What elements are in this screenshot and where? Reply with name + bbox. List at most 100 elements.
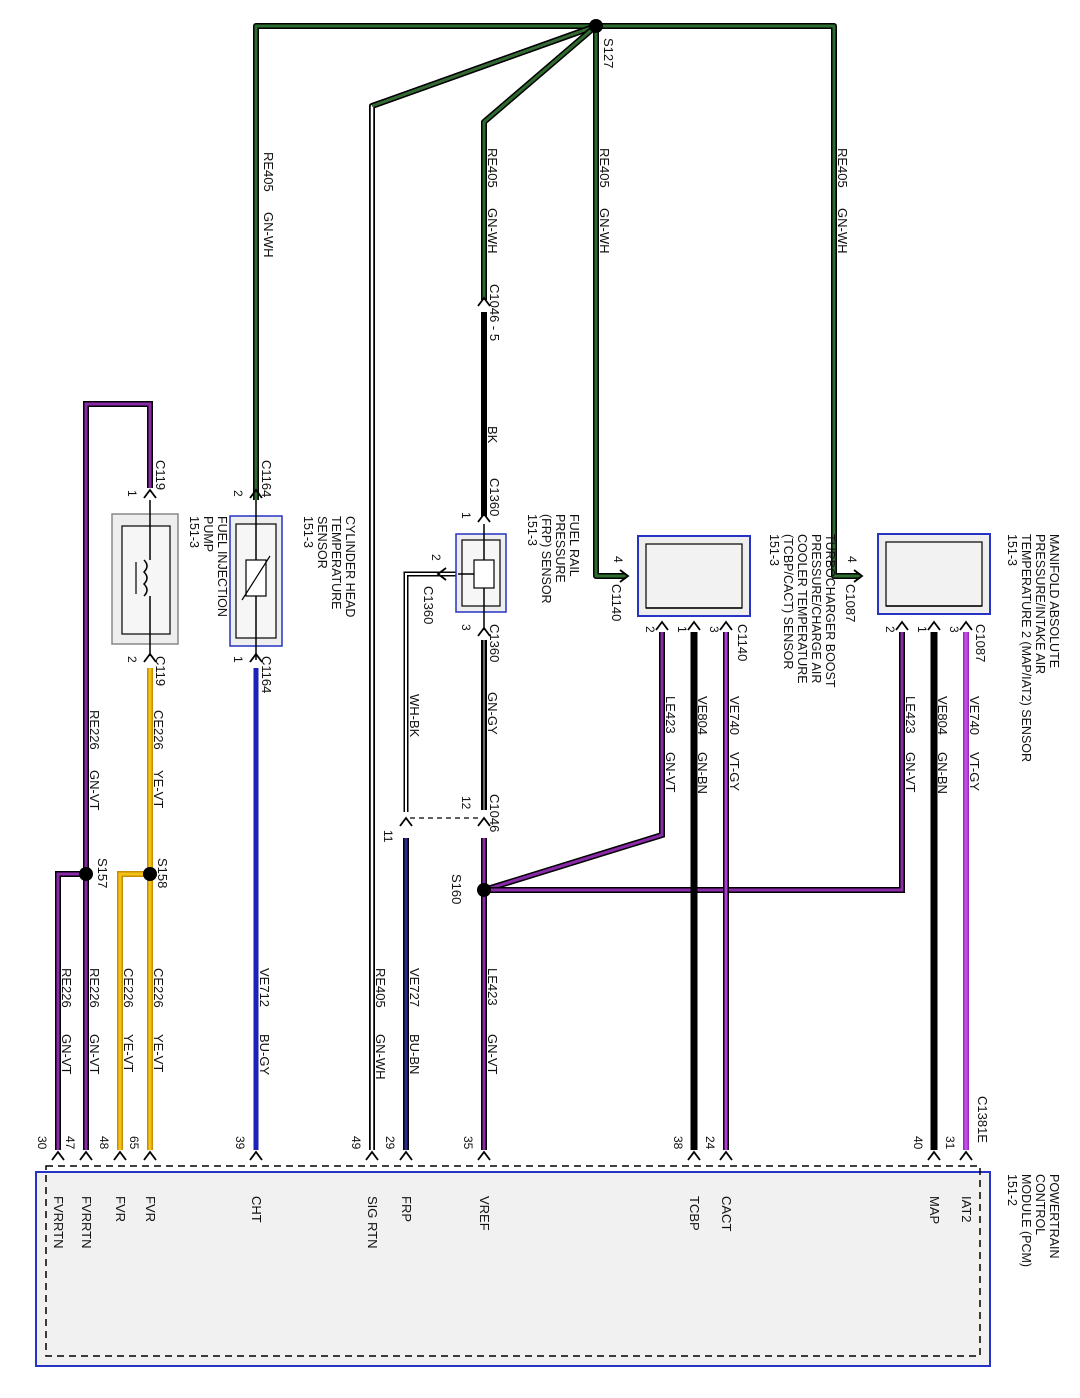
map-sensor-label: MANIFOLD ABSOLUTE PRESSURE/INTAKE AIR TE… bbox=[1005, 534, 1061, 762]
connector-c1360-top: C1360 bbox=[487, 478, 502, 516]
connector-c1087-b: C1087 bbox=[973, 624, 988, 662]
pin-number: 1 bbox=[675, 626, 689, 633]
svg-text:TEMPERATURE: TEMPERATURE bbox=[329, 516, 343, 610]
wire-circuit-ve727: VE727 bbox=[407, 968, 422, 1007]
pump-coil-icon bbox=[142, 559, 148, 597]
svg-text:MODULE (PCM): MODULE (PCM) bbox=[1019, 1174, 1033, 1267]
svg-text:POWERTRAIN: POWERTRAIN bbox=[1047, 1174, 1061, 1259]
splice-s127 bbox=[589, 19, 603, 33]
wire-circuit-re226-b: RE226 bbox=[87, 968, 102, 1008]
wire-color-ve804-tcbp: GN-BN bbox=[695, 752, 710, 794]
pcm-pin-number: 40 bbox=[911, 1136, 925, 1150]
wire-circuit-re405-sigrtn: RE405 bbox=[373, 968, 388, 1008]
svg-text:151-3: 151-3 bbox=[187, 516, 201, 548]
wire-circuit-re226-a: RE226 bbox=[59, 968, 74, 1008]
svg-text:PRESSURE: PRESSURE bbox=[553, 514, 567, 583]
fuel-injection-pump-label: FUEL INJECTION PUMP 151-3 bbox=[187, 516, 229, 617]
wire-circuit-re405-left: RE405 bbox=[261, 152, 276, 192]
pcm-pin-number: 35 bbox=[461, 1136, 475, 1150]
pin-number: 4 bbox=[845, 556, 859, 563]
wire-circuit-re405-map: RE405 bbox=[835, 148, 850, 188]
tcbp-sensor-label: TURBOCHARGER BOOST PRESSURE/CHARGE AIR C… bbox=[767, 534, 837, 688]
connector-c1087-a: C1087 bbox=[843, 584, 858, 622]
pin-number: 2 bbox=[643, 626, 657, 633]
pcm-pin-list: 30 FVRRTN 47 FVRRTN 48 FVR 65 FVR 39 CHT… bbox=[35, 1136, 974, 1249]
pin-number: 2 bbox=[125, 656, 139, 663]
wire-circuit-re405-tcbp: RE405 bbox=[597, 148, 612, 188]
connector-c1164-top: C1164 bbox=[259, 460, 274, 497]
pcm-pin-number: 31 bbox=[943, 1136, 957, 1150]
wire-circuit-ve740-tcbp: VE740 bbox=[727, 696, 742, 735]
svg-text:PUMP: PUMP bbox=[201, 516, 215, 552]
fuel-injection-pump bbox=[111, 500, 179, 656]
wire-circuit-le423-tcbp: LE423 bbox=[663, 696, 678, 734]
pin-number: 2 bbox=[231, 490, 245, 497]
pcm-pin-name: VREF bbox=[477, 1196, 492, 1231]
wire-color-ce226-b: YE-VT bbox=[151, 1034, 166, 1072]
wire-circuit-ce226-a: CE226 bbox=[121, 968, 136, 1008]
connector-c1164-bot: C1164 bbox=[259, 656, 274, 693]
pcm-label: POWERTRAIN CONTROL MODULE (PCM) 151-2 bbox=[1005, 1174, 1061, 1267]
pcm-module bbox=[35, 1165, 991, 1367]
wire-color-re226-a: GN-VT bbox=[59, 1034, 74, 1075]
pcm-pin-number: 65 bbox=[127, 1136, 141, 1150]
connector-arrows bbox=[51, 296, 973, 1161]
svg-text:TEMPERATURE 2 (MAP/IAT2) SENSO: TEMPERATURE 2 (MAP/IAT2) SENSOR bbox=[1019, 534, 1033, 762]
pcm-pin-name: MAP bbox=[927, 1196, 942, 1224]
pin-number: 3 bbox=[707, 626, 721, 633]
pin-number: 1 bbox=[459, 512, 473, 519]
splice-s160 bbox=[477, 883, 491, 897]
svg-text:CYLINDER HEAD: CYLINDER HEAD bbox=[343, 516, 357, 617]
wire-color-re405-mid: GN-WH bbox=[485, 208, 500, 254]
connector-c1360-bot: C1360 bbox=[487, 624, 502, 662]
pcm-pin-name: CACT bbox=[719, 1196, 734, 1231]
wire-circuit-re226-upper: RE226 bbox=[87, 710, 102, 750]
pin-number: 2 bbox=[883, 626, 897, 633]
wire-color-wh-bk: WH-BK bbox=[407, 694, 422, 738]
pcm-pin-name: FVR bbox=[143, 1196, 158, 1222]
map-iat2-sensor bbox=[877, 533, 991, 615]
pin-number: 11 bbox=[381, 830, 395, 843]
splice-s158 bbox=[143, 867, 157, 881]
wire-color-bk: BK bbox=[485, 426, 500, 444]
pin-number: 1 bbox=[125, 490, 139, 497]
svg-text:151-3: 151-3 bbox=[767, 534, 781, 566]
svg-text:FUEL INJECTION: FUEL INJECTION bbox=[215, 516, 229, 617]
wire-color-le423-map: GN-VT bbox=[903, 752, 918, 793]
frp-sensor bbox=[455, 524, 507, 630]
wire-circuit-ce226-b: CE226 bbox=[151, 968, 166, 1008]
connector-c1140-a: C1140 bbox=[609, 584, 624, 621]
svg-text:MANIFOLD ABSOLUTE: MANIFOLD ABSOLUTE bbox=[1047, 534, 1061, 668]
wire-color-re405-sigrtn: GN-WH bbox=[373, 1034, 388, 1080]
pcm-pin-name: IAT2 bbox=[959, 1196, 974, 1223]
svg-text:(TCBP/CACT) SENSOR: (TCBP/CACT) SENSOR bbox=[781, 534, 795, 669]
svg-text:SENSOR: SENSOR bbox=[315, 516, 329, 569]
wire-color-le423-tcbp: GN-VT bbox=[663, 752, 678, 793]
wire-color-re226-b: GN-VT bbox=[87, 1034, 102, 1075]
pin-number: 4 bbox=[611, 556, 625, 563]
le423-tcbp-wire bbox=[483, 632, 665, 893]
svg-text:(FRP) SENSOR: (FRP) SENSOR bbox=[539, 514, 553, 604]
wire-color-re405-tcbp: GN-WH bbox=[597, 208, 612, 254]
pcm-pin-number: 39 bbox=[233, 1136, 247, 1150]
frp-sensor-label: FUEL RAIL PRESSURE (FRP) SENSOR 151-3 bbox=[525, 514, 581, 604]
pcm-pin-name: SIG RTN bbox=[365, 1196, 380, 1249]
pcm-pin-name: FRP bbox=[399, 1196, 414, 1222]
connector-c119-top: C119 bbox=[153, 460, 168, 490]
wire-circuit-ve804-map: VE804 bbox=[935, 696, 950, 735]
wire-color-ve804-map: GN-BN bbox=[935, 752, 950, 794]
pcm-pin-number: 49 bbox=[349, 1136, 363, 1150]
svg-text:PRESSURE/INTAKE AIR: PRESSURE/INTAKE AIR bbox=[1033, 534, 1047, 674]
pcm-pin-name: TCBP bbox=[687, 1196, 702, 1231]
pcm-pin-number: 24 bbox=[703, 1136, 717, 1150]
svg-text:151-3: 151-3 bbox=[525, 514, 539, 546]
gn-wh-harness bbox=[253, 23, 860, 1150]
connector-c119-bot: C119 bbox=[153, 656, 168, 686]
ce226-branch-wire bbox=[117, 871, 150, 1150]
tcbp-cact-sensor bbox=[637, 535, 751, 617]
wire-color-ve740-map: VT-GY bbox=[967, 752, 982, 791]
wire-circuit-le423-vref: LE423 bbox=[485, 968, 500, 1006]
wire-circuit-ce226-upper: CE226 bbox=[151, 710, 166, 750]
splice-s157 bbox=[79, 867, 93, 881]
